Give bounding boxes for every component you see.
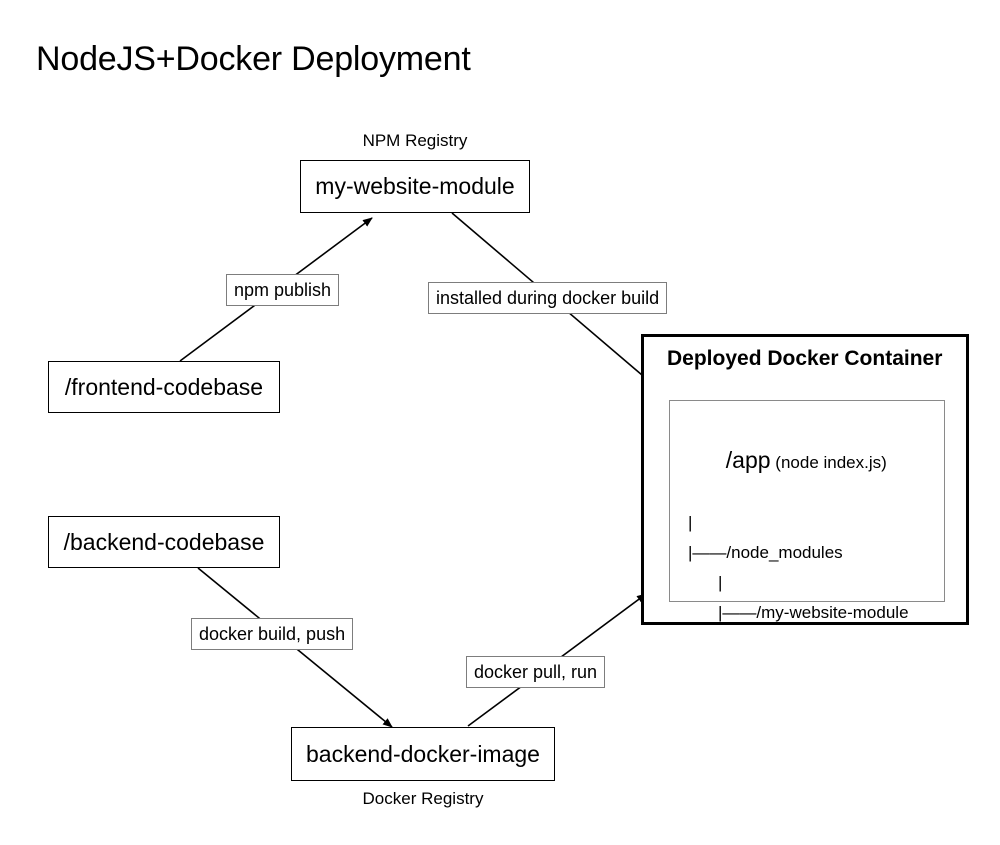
app-filesystem-tree-box: /app (node index.js) | |——/node_modules … [669,400,945,622]
edge-label-docker-pull-run: docker pull, run [466,656,606,688]
deployed-docker-container-title: Deployed Docker Container [667,347,943,370]
edge-label-npm-publish: npm publish [226,274,340,306]
node-backend-codebase[interactable]: /backend-codebase [48,516,280,568]
tree-root-path: /app [725,447,771,473]
tree-root-note: (node index.js) [775,453,887,472]
edge-label-installed-during-docker-build: installed during docker build [428,282,668,314]
docker-registry-caption: Docker Registry [362,789,484,808]
deployed-docker-container-group[interactable]: Deployed Docker Container /app (node ind… [641,334,969,625]
node-frontend-codebase[interactable]: /frontend-codebase [48,361,280,413]
tree-line-my-website-module: |——/my-website-module [718,603,909,622]
npm-registry-caption: NPM Registry [362,131,468,150]
tree-line-pipe-2: | [718,573,723,592]
node-backend-docker-image[interactable]: backend-docker-image [291,727,555,781]
tree-line-pipe-1: | [688,513,693,532]
page-title: NodeJS+Docker Deployment [36,40,471,78]
edge-label-docker-build-push: docker build, push [191,618,354,650]
tree-line-app-root: /app (node index.js) [688,415,944,508]
tree-line-node-modules: |——/node_modules [688,543,843,562]
node-my-website-module[interactable]: my-website-module [300,160,530,213]
